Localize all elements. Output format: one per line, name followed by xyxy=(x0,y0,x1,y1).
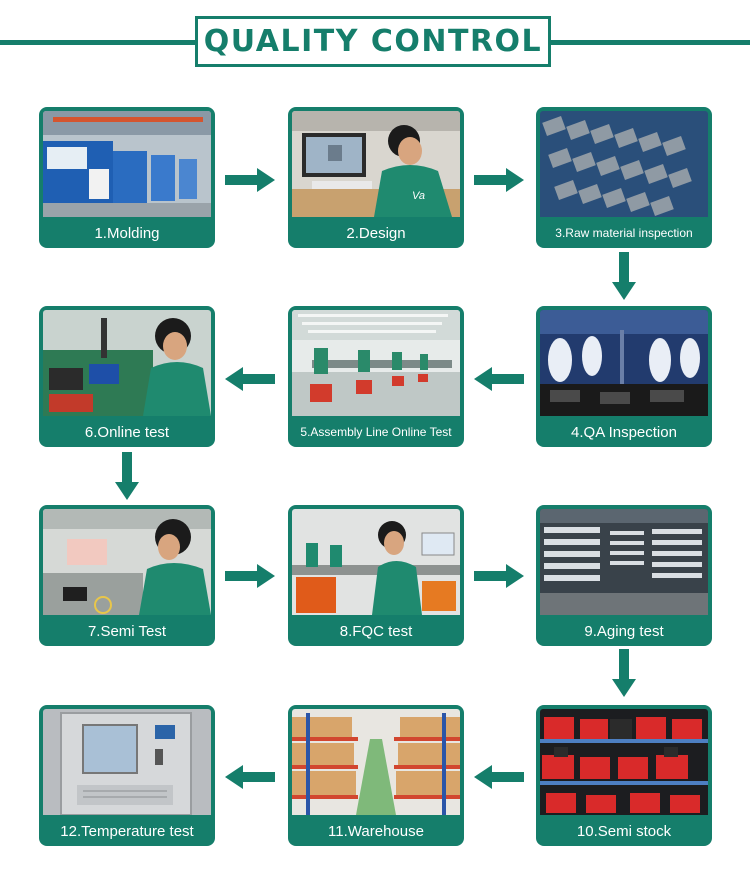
semi-test-photo xyxy=(43,509,211,615)
step-label-12: 12.Temperature test xyxy=(39,816,215,846)
step-card-5: 5.Assembly Line Online Test xyxy=(288,306,464,447)
header-line-right xyxy=(550,40,750,45)
step-label-1: 1.Molding xyxy=(39,218,215,248)
step-label-10: 10.Semi stock xyxy=(536,816,712,846)
arrow-down-icon xyxy=(612,252,636,300)
step-label-5: 5.Assembly Line Online Test xyxy=(288,417,464,447)
assembly-line-photo xyxy=(292,310,460,416)
temperature-test-photo xyxy=(43,709,211,815)
step-card-8: 8.FQC test xyxy=(288,505,464,646)
arrow-left-icon xyxy=(225,367,275,391)
step-card-11: 11.Warehouse xyxy=(288,705,464,846)
raw-material-photo xyxy=(540,111,708,217)
arrow-right-icon xyxy=(225,168,275,192)
step-card-10: 10.Semi stock xyxy=(536,705,712,846)
arrow-left-icon xyxy=(225,765,275,789)
step-card-4: 4.QA Inspection xyxy=(536,306,712,447)
svg-text:Va: Va xyxy=(412,190,425,202)
step-label-8: 8.FQC test xyxy=(288,616,464,646)
step-label-11: 11.Warehouse xyxy=(288,816,464,846)
step-card-1: 1.Molding xyxy=(39,107,215,248)
step-card-2: Va 2.Design xyxy=(288,107,464,248)
step-card-6: 6.Online test xyxy=(39,306,215,447)
step-card-3: 3.Raw material inspection xyxy=(536,107,712,248)
fqc-test-photo xyxy=(292,509,460,615)
aging-test-photo xyxy=(540,509,708,615)
step-card-7: 7.Semi Test xyxy=(39,505,215,646)
page-title: QUALITY CONTROL xyxy=(204,24,542,59)
arrow-left-icon xyxy=(474,765,524,789)
design-photo: Va xyxy=(292,111,460,217)
arrow-right-icon xyxy=(474,168,524,192)
step-label-2: 2.Design xyxy=(288,218,464,248)
title-box: QUALITY CONTROL xyxy=(195,16,551,67)
warehouse-photo xyxy=(292,709,460,815)
step-label-9: 9.Aging test xyxy=(536,616,712,646)
step-label-3: 3.Raw material inspection xyxy=(536,218,712,248)
semi-stock-photo xyxy=(540,709,708,815)
molding-photo xyxy=(43,111,211,217)
step-card-9: 9.Aging test xyxy=(536,505,712,646)
online-test-photo xyxy=(43,310,211,416)
arrow-right-icon xyxy=(225,564,275,588)
arrow-right-icon xyxy=(474,564,524,588)
qa-inspection-photo xyxy=(540,310,708,416)
arrow-left-icon xyxy=(474,367,524,391)
header-line-left xyxy=(0,40,196,45)
step-label-7: 7.Semi Test xyxy=(39,616,215,646)
step-label-4: 4.QA Inspection xyxy=(536,417,712,447)
step-card-12: 12.Temperature test xyxy=(39,705,215,846)
arrow-down-icon xyxy=(115,452,139,500)
step-label-6: 6.Online test xyxy=(39,417,215,447)
arrow-down-icon xyxy=(612,649,636,697)
